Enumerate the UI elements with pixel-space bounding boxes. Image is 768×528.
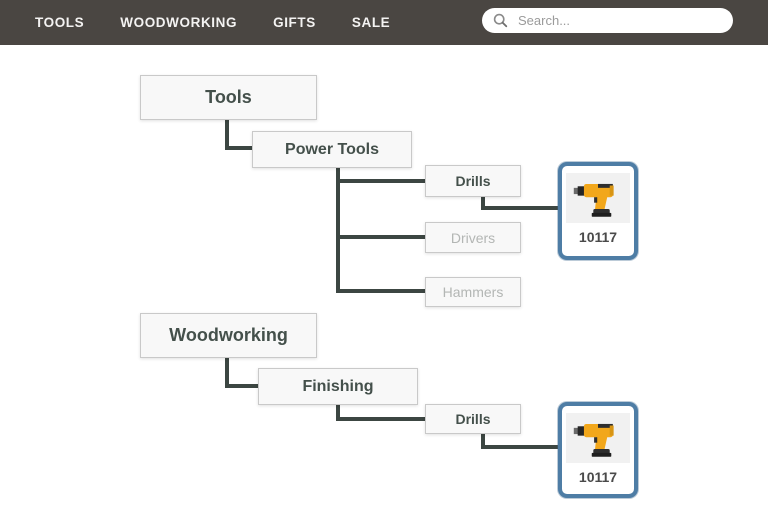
- connector-finishing-drills: [336, 417, 425, 421]
- node-drivers[interactable]: Drivers: [425, 222, 521, 253]
- connector-powertools-drivers: [336, 235, 425, 239]
- nav-menu: TOOLS WOODWORKING GIFTS SALE: [35, 15, 426, 30]
- node-finishing[interactable]: Finishing: [258, 368, 418, 405]
- node-woodworking[interactable]: Woodworking: [140, 313, 317, 358]
- product-card-bottom[interactable]: 10117: [558, 402, 638, 498]
- product-image: [566, 413, 630, 463]
- connector-drills2-card: [481, 445, 558, 449]
- node-power-tools[interactable]: Power Tools: [252, 131, 412, 168]
- drill-icon: [573, 183, 614, 217]
- nav-item-woodworking[interactable]: WOODWORKING: [120, 15, 238, 30]
- search-icon: [493, 13, 508, 28]
- connector-woodworking-finishing: [225, 358, 229, 388]
- nav-item-gifts[interactable]: GIFTS: [273, 15, 316, 30]
- connector-tools-powertools: [225, 146, 253, 150]
- connector-drills2-card: [481, 434, 485, 449]
- search-input[interactable]: [516, 12, 720, 29]
- nav-item-sale[interactable]: SALE: [351, 15, 391, 30]
- product-sku: 10117: [578, 469, 618, 485]
- product-card-top[interactable]: 10117: [558, 162, 638, 260]
- connector-drills-card: [481, 197, 485, 210]
- connector-woodworking-finishing: [225, 384, 258, 388]
- connector-powertools-children: [336, 168, 340, 293]
- node-drills-bottom[interactable]: Drills: [425, 404, 521, 434]
- connector-tools-powertools: [225, 120, 229, 150]
- connector-drills-card: [481, 206, 558, 210]
- search-box[interactable]: [482, 8, 733, 33]
- top-navbar: TOOLS WOODWORKING GIFTS SALE: [0, 0, 768, 45]
- node-drills-top[interactable]: Drills: [425, 165, 521, 197]
- node-hammers[interactable]: Hammers: [425, 277, 521, 307]
- connector-powertools-drills: [336, 179, 425, 183]
- product-image: [566, 173, 630, 223]
- connector-finishing-drills: [336, 405, 340, 421]
- connector-powertools-hammers: [336, 289, 425, 293]
- node-tools[interactable]: Tools: [140, 75, 317, 120]
- nav-item-tools[interactable]: TOOLS: [35, 15, 85, 30]
- drill-icon: [573, 423, 614, 457]
- product-sku: 10117: [578, 229, 618, 245]
